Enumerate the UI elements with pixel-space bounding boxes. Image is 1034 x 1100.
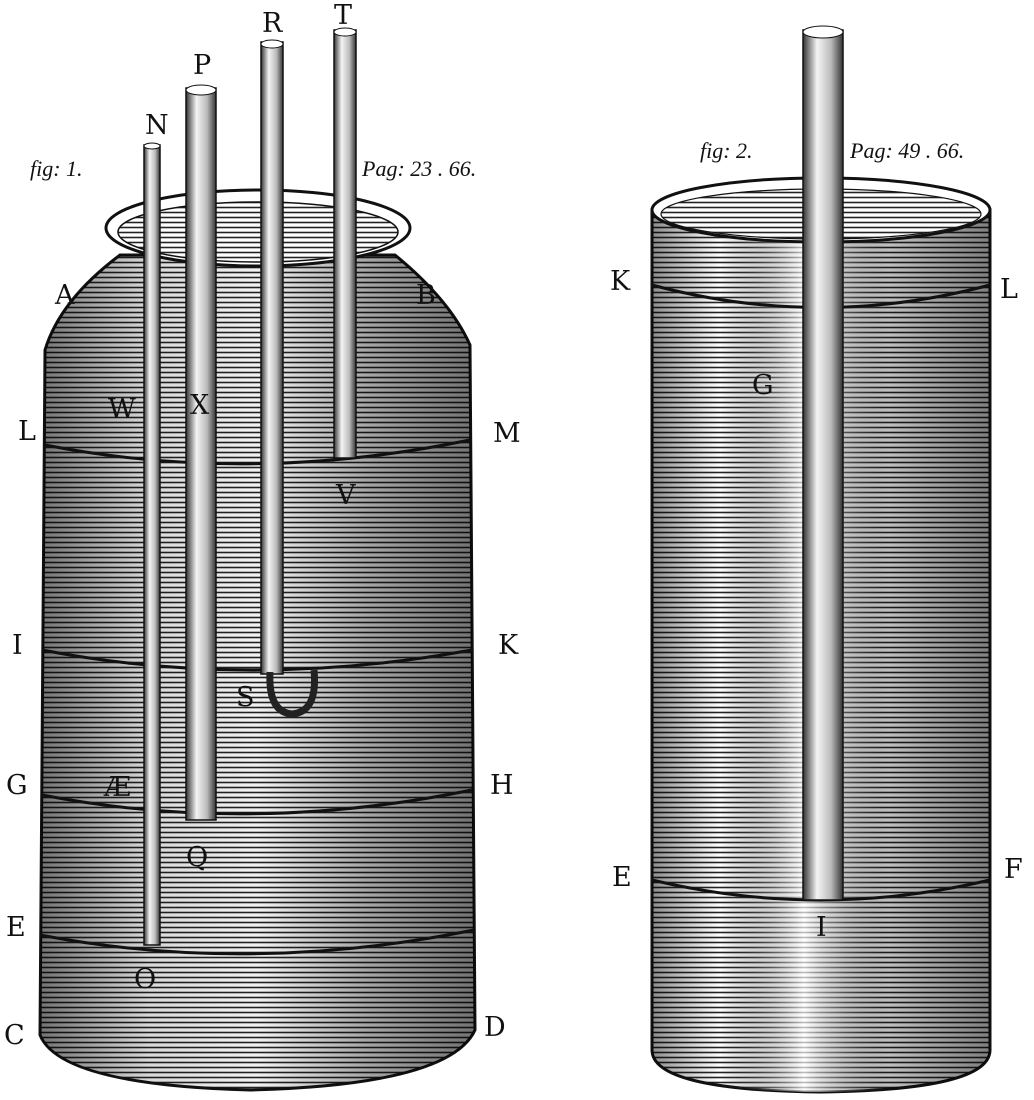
- tube-r: [260, 41, 284, 675]
- level-line-ef: [39, 928, 475, 956]
- label-s: S: [236, 682, 255, 713]
- label-i2: I: [816, 912, 827, 943]
- label-x: X: [190, 390, 210, 421]
- tube-t: [333, 29, 357, 459]
- label-ae: Æ: [104, 772, 132, 803]
- label-l: L: [18, 416, 36, 447]
- label-t: T: [334, 0, 353, 31]
- label-a: A: [55, 280, 75, 311]
- label-v: V: [336, 480, 356, 511]
- label-c: C: [4, 1020, 25, 1051]
- fig1-page-ref: Pag: 23 . 66.: [362, 156, 477, 181]
- figure-2-cylinder: [650, 25, 992, 1094]
- label-m: M: [493, 418, 521, 449]
- figure-1-jar: [38, 27, 477, 1092]
- label-g: G: [6, 770, 28, 801]
- label-i: I: [12, 630, 23, 661]
- level-line-lm: [44, 438, 471, 466]
- fig1-caption: fig: 1.: [30, 156, 83, 181]
- label-q: Q: [186, 842, 209, 873]
- label-k2: K: [610, 266, 631, 297]
- label-d: D: [484, 1012, 506, 1043]
- tube-r-hook: [266, 669, 319, 718]
- label-w: W: [108, 394, 136, 425]
- tube-n: [143, 144, 161, 946]
- fig2-caption: fig: 2.: [700, 138, 753, 163]
- label-l2: L: [1000, 274, 1018, 305]
- label-k: K: [498, 630, 519, 661]
- label-g2: G: [752, 370, 774, 401]
- level-line-gh: [41, 788, 473, 816]
- label-o: O: [134, 964, 157, 995]
- label-n: N: [145, 110, 169, 141]
- label-e2: E: [612, 862, 632, 893]
- tube-p: [185, 87, 217, 821]
- label-f2: F: [1004, 854, 1023, 885]
- label-e: E: [6, 912, 26, 943]
- label-h: H: [490, 770, 514, 801]
- tube-gi: [802, 29, 844, 901]
- label-p: P: [193, 50, 212, 81]
- level-line-ik: [41, 648, 473, 672]
- fig2-page-ref: Pag: 49 . 66.: [850, 138, 965, 163]
- label-b: B: [416, 280, 436, 311]
- label-r: R: [262, 8, 283, 39]
